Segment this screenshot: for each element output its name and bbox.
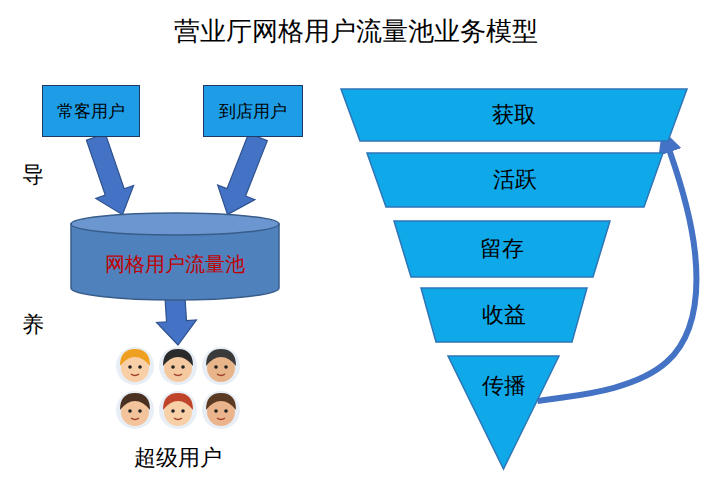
avatar-eye [214, 409, 218, 413]
node-text: 常客用户 [57, 100, 125, 123]
side-label: 养 [22, 310, 44, 340]
user-group: 超级用户 [110, 345, 246, 473]
funnel-band: 获取 [340, 88, 688, 142]
avatar-mouth [131, 374, 139, 376]
avatar-hair [120, 349, 150, 366]
avatar-hair [163, 349, 193, 366]
funnel-band: 收益 [420, 287, 588, 343]
avatar-eye [181, 409, 185, 413]
block-arrow [218, 133, 268, 214]
avatar [159, 391, 197, 429]
avatar-eye [181, 365, 185, 369]
avatar-eye [128, 365, 132, 369]
avatar-mouth [217, 374, 225, 376]
block-arrow [157, 297, 197, 345]
band-shape [421, 288, 587, 342]
pool-cylinder: 网格用户流量池 [70, 212, 280, 300]
avatar-bg [202, 347, 240, 385]
band-shape [394, 221, 610, 277]
avatar-eye [171, 409, 175, 413]
avatar-bg [202, 391, 240, 429]
funnel-band: 传播 [447, 355, 560, 470]
band-shape [448, 356, 559, 469]
source-box: 常客用户 [42, 85, 140, 137]
avatar-eye [171, 365, 175, 369]
node-text: 活跃 [493, 165, 537, 195]
avatar-mouth [174, 418, 182, 420]
avatar-eye [224, 365, 228, 369]
title: 营业厅网格用户流量池业务模型 [0, 14, 712, 49]
shape-outline [447, 355, 560, 470]
avatar-hair [120, 393, 150, 410]
node-text: 收益 [482, 300, 526, 330]
avatar-eye [214, 365, 218, 369]
avatar-bg [116, 347, 154, 385]
avatar-mouth [174, 374, 182, 376]
avatar [159, 347, 197, 385]
source-box: 到店用户 [203, 85, 303, 137]
avatar-mouth [131, 418, 139, 420]
node-text: 传播 [482, 371, 526, 401]
band-shape [341, 89, 687, 141]
avatar-mouth [217, 418, 225, 420]
avatar-bg [159, 391, 197, 429]
funnel-band: 活跃 [366, 152, 664, 208]
avatar-eye [138, 365, 142, 369]
avatar [202, 347, 240, 385]
avatar-bg [159, 347, 197, 385]
node-text: 超级用户 [134, 443, 222, 473]
avatar [116, 391, 154, 429]
avatar-hair [206, 349, 236, 366]
avatar-eye [128, 409, 132, 413]
avatar [116, 347, 154, 385]
avatar-group [116, 347, 240, 429]
node-text: 留存 [480, 234, 524, 264]
cylinder-top [71, 213, 279, 235]
node-text: 到店用户 [219, 100, 287, 123]
side-label: 导 [22, 160, 44, 190]
band-shape [367, 153, 663, 207]
block-arrow [86, 134, 133, 215]
node-text: 网格用户流量池 [105, 251, 245, 278]
avatar-hair [163, 393, 193, 410]
funnel-band: 留存 [393, 220, 611, 278]
avatar [202, 391, 240, 429]
avatar-eye [138, 409, 142, 413]
avatar-eye [224, 409, 228, 413]
avatar-bg [116, 391, 154, 429]
avatar-hair [206, 393, 236, 410]
node-text: 获取 [492, 100, 536, 130]
